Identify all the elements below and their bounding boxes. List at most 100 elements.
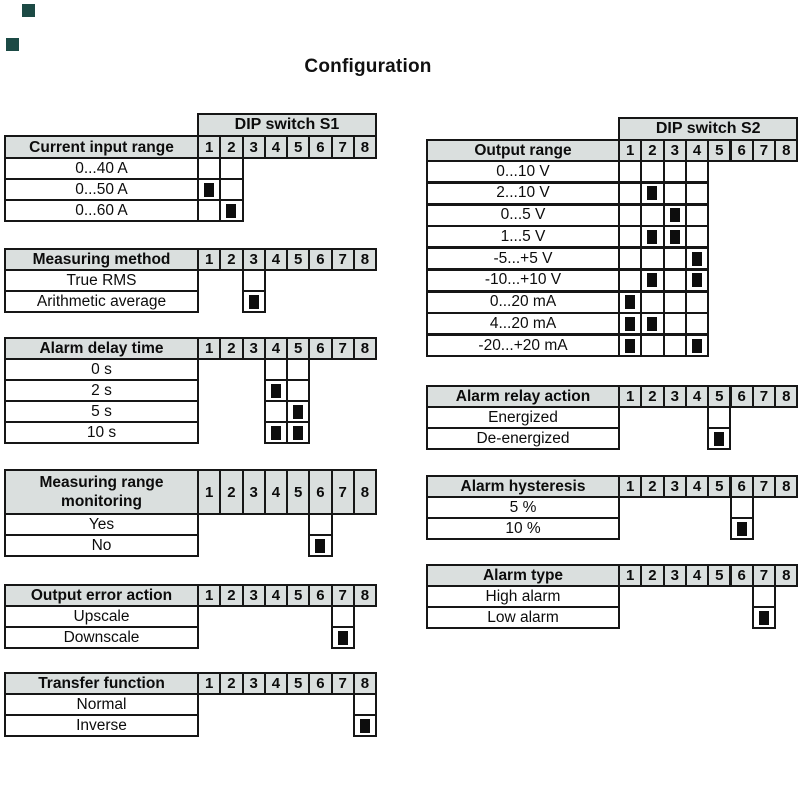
switch-number-cell: 2 <box>219 672 244 695</box>
switch-number-cell: 4 <box>684 139 710 162</box>
switch-number-cell: 1 <box>197 248 222 271</box>
switch-cell <box>662 290 687 314</box>
switch-cell <box>618 181 643 205</box>
dip-switch-on-mark <box>692 338 703 353</box>
switch-number-cell: 6 <box>729 385 754 408</box>
switch-cell <box>308 513 333 536</box>
switch-cell <box>263 421 288 444</box>
dip-switch-on-mark <box>359 718 370 733</box>
switch-number-cell: 8 <box>352 469 377 515</box>
switch-number-cell: 8 <box>352 584 377 607</box>
switch-number-cell: 6 <box>729 475 754 498</box>
switch-number-cell: 5 <box>286 248 311 271</box>
switch-number-cell: 7 <box>330 248 355 271</box>
switch-number-cell: 8 <box>774 564 799 587</box>
row-label: 0...50 A <box>4 178 199 201</box>
table-header-current_input_range: Current input range <box>4 135 199 159</box>
table-header-alarm_type: Alarm type <box>426 564 620 587</box>
dip-switch-on-mark <box>315 538 326 553</box>
row-label: 0...20 mA <box>426 290 620 314</box>
dip-switch-on-mark <box>270 425 281 440</box>
switch-number-cell: 6 <box>308 248 333 271</box>
table-header-alarm_relay_action: Alarm relay action <box>426 385 620 408</box>
switch-cell <box>684 334 710 357</box>
switch-cell <box>640 312 665 336</box>
switch-cell <box>618 247 643 270</box>
row-label: -10...+10 V <box>426 268 620 292</box>
switch-number-cell: 8 <box>352 672 377 695</box>
row-label: 10 s <box>4 421 199 444</box>
switch-number-cell: 8 <box>774 139 799 162</box>
switch-number-cell: 1 <box>618 564 643 587</box>
row-label: High alarm <box>426 585 620 608</box>
switch-number-cell: 7 <box>751 475 777 498</box>
row-label: 1...5 V <box>426 225 620 249</box>
switch-cell <box>662 225 687 249</box>
dip-switch-on-mark <box>226 203 237 218</box>
switch-cell <box>618 268 643 292</box>
switch-number-cell: 7 <box>330 135 355 159</box>
table-header-output_error_action: Output error action <box>4 584 199 607</box>
switch-number-cell: 1 <box>618 139 643 162</box>
switch-cell <box>263 400 288 423</box>
switch-number-cell: 6 <box>308 672 333 695</box>
switch-number-cell: 2 <box>640 139 665 162</box>
switch-number-cell: 2 <box>219 469 244 515</box>
switch-number-cell: 3 <box>241 469 266 515</box>
switch-number-cell: 2 <box>219 584 244 607</box>
switch-number-cell: 1 <box>197 337 222 360</box>
dip-switch-on-mark <box>647 316 658 331</box>
switch-number-cell: 7 <box>751 385 777 408</box>
switch-number-cell: 5 <box>707 385 732 408</box>
dip-switch-on-mark <box>204 182 215 197</box>
row-label: Inverse <box>4 714 199 737</box>
switch-number-cell: 5 <box>707 564 732 587</box>
switch-cell <box>263 358 288 381</box>
switch-cell <box>219 178 244 201</box>
switch-number-cell: 6 <box>308 337 333 360</box>
switch-number-cell: 7 <box>330 337 355 360</box>
switch-cell <box>662 334 687 357</box>
switch-cell <box>286 358 311 381</box>
switch-cell <box>684 312 710 336</box>
switch-cell <box>618 160 643 183</box>
switch-cell <box>684 290 710 314</box>
switch-cell <box>662 268 687 292</box>
switch-cell <box>241 290 266 313</box>
switch-cell <box>618 225 643 249</box>
row-label: 0...10 V <box>426 160 620 183</box>
switch-cell <box>751 606 777 629</box>
switch-cell <box>729 517 754 540</box>
row-label: Yes <box>4 513 199 536</box>
switch-number-cell: 4 <box>684 475 710 498</box>
switch-cell <box>662 312 687 336</box>
switch-number-cell: 7 <box>751 564 777 587</box>
switch-number-cell: 6 <box>308 584 333 607</box>
switch-cell <box>684 160 710 183</box>
row-label: 0 s <box>4 358 199 381</box>
dip-switch-banner-current_input_range: DIP switch S1 <box>197 113 377 137</box>
dip-switch-on-mark <box>647 186 658 201</box>
table-header-alarm_delay_time: Alarm delay time <box>4 337 199 360</box>
switch-cell <box>618 203 643 227</box>
row-label: 0...40 A <box>4 157 199 180</box>
dip-switch-on-mark <box>736 521 747 536</box>
switch-cell <box>751 585 777 608</box>
switch-cell <box>219 157 244 180</box>
switch-cell <box>618 334 643 357</box>
switch-number-cell: 5 <box>286 337 311 360</box>
switch-cell <box>286 379 311 402</box>
switch-cell <box>707 406 732 429</box>
dip-switch-on-mark <box>625 295 636 309</box>
dip-switch-on-mark <box>337 630 348 645</box>
row-label: Arithmetic average <box>4 290 199 313</box>
switch-cell <box>640 160 665 183</box>
switch-number-cell: 5 <box>707 139 732 162</box>
row-label: 10 % <box>426 517 620 540</box>
switch-number-cell: 4 <box>684 564 710 587</box>
switch-number-cell: 2 <box>219 337 244 360</box>
row-label: -5...+5 V <box>426 247 620 270</box>
switch-cell <box>618 290 643 314</box>
row-label: Energized <box>426 406 620 429</box>
